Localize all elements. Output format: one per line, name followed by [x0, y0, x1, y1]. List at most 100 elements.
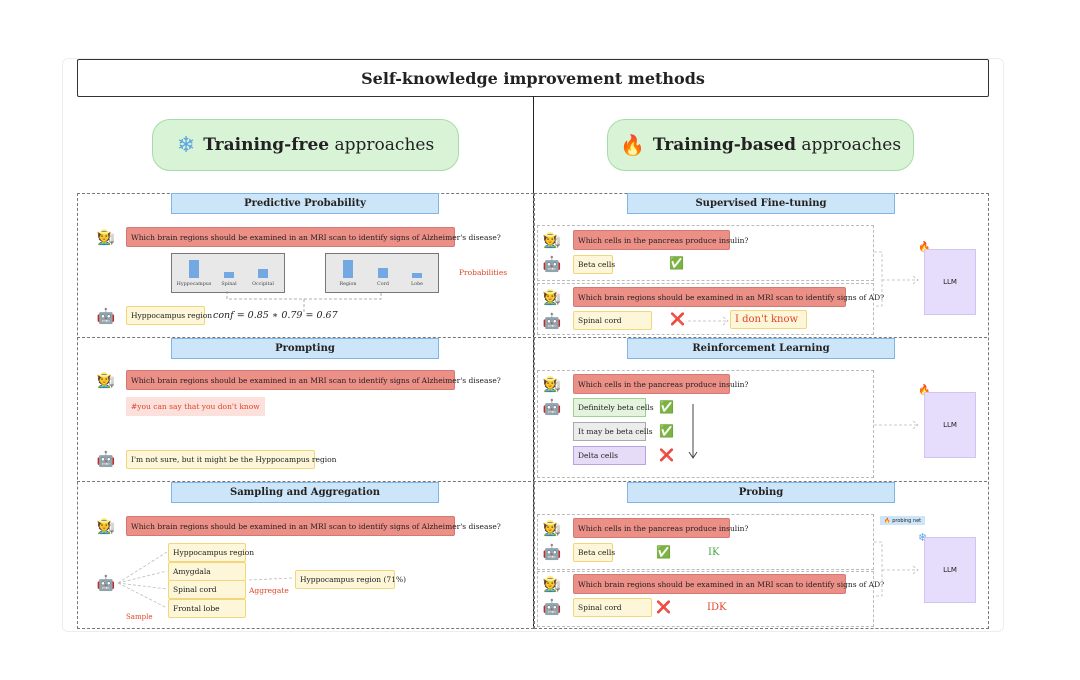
bar-lobe [412, 273, 422, 278]
bar-spinal [224, 272, 234, 278]
probing-question-2: Which brain regions should be examined i… [573, 574, 884, 594]
bar-hyppocampus [189, 260, 199, 278]
rl-title: Reinforcement Learning [627, 338, 895, 359]
user-icon: 🧑‍🌾 [542, 519, 562, 537]
aggregate-label: Aggregate [249, 586, 289, 595]
confidence-formula: conf = 0.85 ∗ 0.79 = 0.67 [213, 310, 338, 321]
check-icon: ✅ [656, 545, 671, 559]
sample-item-1: Hyppocampus region [168, 543, 254, 562]
sft-question-1: Which cells in the pancreas produce insu… [573, 230, 748, 250]
probing-net-badge: 🔥 probing net [880, 516, 926, 525]
idk-answer: I don't know [730, 310, 807, 329]
fire-icon: 🔥 [619, 133, 645, 157]
user-icon: 🧑‍🌾 [96, 517, 116, 535]
user-icon: 🧑‍🌾 [96, 371, 116, 389]
prompting-hint: #you can say that you don't know [126, 397, 265, 416]
probing-net-label: probing net [892, 517, 922, 524]
label-hyppocampus: Hyppocampus [176, 282, 212, 287]
sft-llm: LLM [924, 249, 976, 315]
predictive-probability-title: Predictive Probability [171, 193, 439, 214]
probing-to-llm-arrows [874, 541, 919, 597]
check-icon: ✅ [659, 424, 674, 438]
sample-item-4: Frontal lobe [168, 599, 246, 618]
training-based-rest: approaches [795, 135, 902, 155]
figure-title: Self-knowledge improvement methods [77, 59, 989, 97]
label-spinal: Spinal [221, 282, 237, 287]
robot-icon: 🤖 [542, 598, 562, 616]
cross-icon: ❌ [659, 448, 674, 462]
check-icon: ✅ [669, 256, 684, 270]
rl-llm: LLM [924, 392, 976, 458]
sft-title: Supervised Fine-tuning [627, 193, 895, 214]
sft-question-2: Which brain regions should be examined i… [573, 287, 884, 307]
label-cord: Cord [377, 282, 389, 287]
probing-question-1: Which cells in the pancreas produce insu… [573, 518, 748, 538]
sft-sample-1 [537, 225, 874, 281]
user-icon: 🧑‍🌾 [542, 231, 562, 249]
prompting-answer: I'm not sure, but it might be the Hyppoc… [126, 450, 337, 469]
training-based-bold: Training-based [652, 135, 796, 155]
bar-occipital [258, 269, 268, 278]
robot-icon: 🤖 [542, 398, 562, 416]
cross-icon: ❌ [670, 312, 685, 326]
rl-answer-3: Delta cells [573, 446, 646, 465]
robot-icon: 🤖 [96, 450, 116, 468]
rl-answer-1: Definitely beta cells [573, 398, 654, 417]
snowflake-icon: ❄ [176, 132, 196, 158]
predictive-question: Which brain regions should be examined i… [126, 227, 501, 247]
sft-answer-1: Beta cells [573, 255, 615, 274]
probing-answer-1: Beta cells [573, 543, 615, 562]
probabilities-label: Probabilities [459, 268, 508, 277]
training-free-bold: Training-free [203, 135, 330, 155]
robot-icon: 🤖 [96, 307, 116, 325]
training-based-header: 🔥 Training-based approaches [607, 119, 914, 171]
row-divider-1 [77, 337, 987, 338]
sampling-title: Sampling and Aggregation [171, 482, 439, 503]
probing-answer-2: Spinal cord [573, 598, 652, 617]
rl-sample [537, 370, 874, 478]
row-divider-2 [77, 481, 987, 482]
ik-label: IK [708, 547, 720, 558]
ranking-arrow [688, 404, 698, 459]
prompting-title: Prompting [171, 338, 439, 359]
predictive-answer: Hyppocampus region [126, 306, 212, 325]
robot-icon: 🤖 [542, 255, 562, 273]
user-icon: 🧑‍🌾 [96, 228, 116, 246]
training-free-rest: approaches [329, 135, 435, 155]
fire-icon: 🔥 [918, 385, 931, 396]
prompting-question: Which brain regions should be examined i… [126, 370, 501, 390]
sft-to-llm-arrows [874, 251, 919, 307]
sft-sample-2 [537, 283, 874, 335]
aggregate-result: Hyppocampus region (71%) [295, 570, 406, 589]
user-icon: 🧑‍🌾 [542, 288, 562, 306]
rl-to-llm-arrow [874, 420, 919, 430]
sample-label: Sample [126, 613, 153, 621]
user-icon: 🧑‍🌾 [542, 375, 562, 393]
idk-label: IDK [707, 602, 727, 613]
fire-icon: 🔥 [918, 242, 931, 253]
cross-icon: ❌ [656, 600, 671, 614]
fire-icon: 🔥 [884, 517, 891, 524]
idk-arrow [688, 316, 729, 326]
rl-answer-2: It may be beta cells [573, 422, 653, 441]
robot-icon: 🤖 [96, 574, 116, 592]
sample-item-3: Spinal cord [168, 580, 246, 599]
probing-title: Probing [627, 482, 895, 503]
training-free-header: ❄ Training-free approaches [152, 119, 459, 171]
token-prob-chart-2: Region Cord Lobe [325, 253, 439, 293]
label-occipital: Occipital [252, 282, 274, 287]
user-icon: 🧑‍🌾 [542, 575, 562, 593]
bar-region [343, 260, 353, 278]
snowflake-icon: ❄ [918, 531, 928, 544]
sft-answer-2: Spinal cord [573, 311, 652, 330]
robot-icon: 🤖 [542, 312, 562, 330]
sampling-question: Which brain regions should be examined i… [126, 516, 501, 536]
sampling-arrows [117, 551, 293, 609]
probing-sample-1 [537, 514, 874, 570]
probing-llm: LLM [924, 537, 976, 603]
chart-connector [226, 291, 382, 313]
token-prob-chart-1: Hyppocampus Spinal Occipital [171, 253, 285, 293]
label-lobe: Lobe [411, 282, 423, 287]
rl-question: Which cells in the pancreas produce insu… [573, 374, 748, 394]
bar-cord [378, 268, 388, 278]
